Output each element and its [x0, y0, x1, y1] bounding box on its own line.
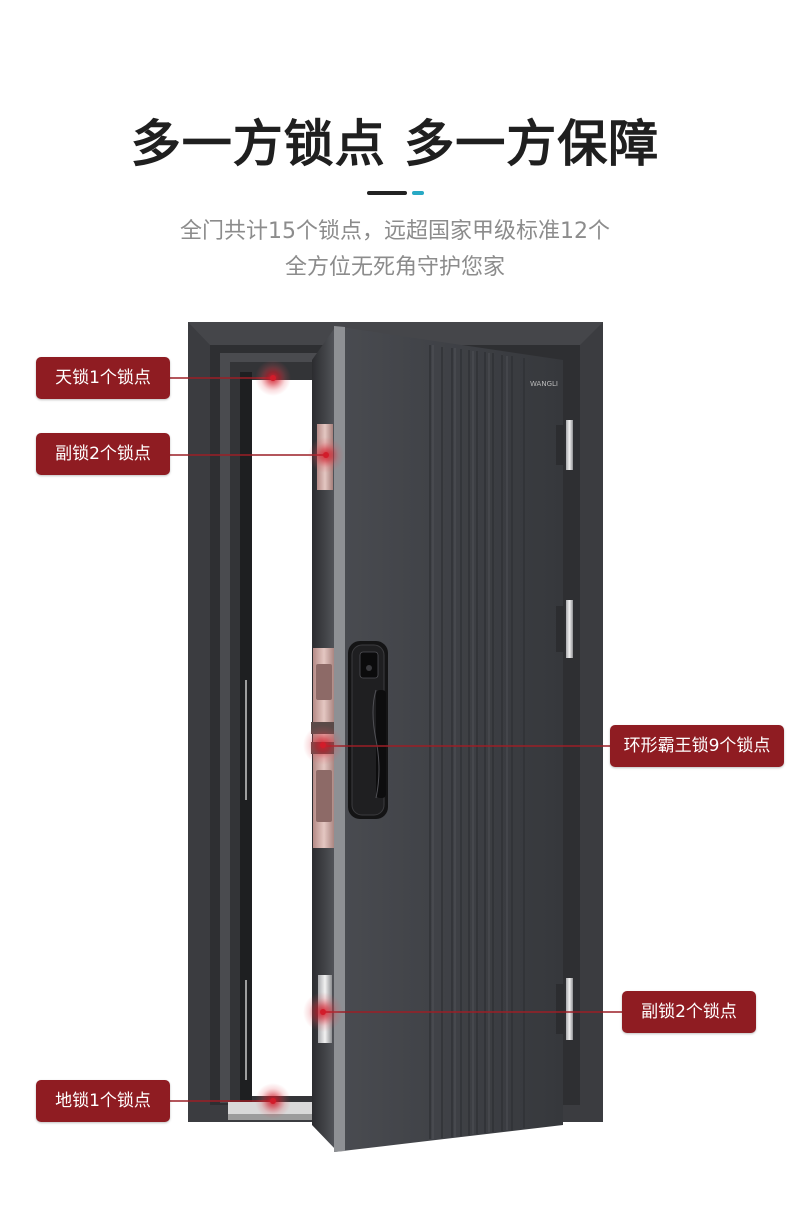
subtitle-line-2: 全方位无死角守护您家 — [284, 255, 505, 280]
page-subtitle: 全门共计15个锁点，远超国家甲级标准12个 全方位无死角守护您家 — [0, 214, 790, 286]
smart-lock-handle — [348, 641, 388, 819]
title-underline-accent — [412, 191, 424, 195]
callout-ring-main-lock: 环形霸王锁9个锁点 — [610, 725, 784, 767]
page-title: 多一方锁点 多一方保障 — [130, 115, 660, 173]
callout-upper-secondary-lock: 副锁2个锁点 — [36, 433, 170, 475]
callout-floor-lock: 地锁1个锁点 — [36, 1080, 170, 1122]
door-hinges — [556, 420, 573, 1040]
lock-point-markers — [255, 360, 344, 1119]
brand-mark: WANGLI — [530, 380, 558, 388]
title-underline-dark — [367, 191, 407, 195]
door-leaf: WANGLI — [334, 326, 563, 1152]
callout-lower-secondary-lock: 副锁2个锁点 — [622, 991, 756, 1033]
subtitle-line-1: 全门共计15个锁点，远超国家甲级标准12个 — [180, 219, 610, 244]
callout-top-lock: 天锁1个锁点 — [36, 357, 170, 399]
